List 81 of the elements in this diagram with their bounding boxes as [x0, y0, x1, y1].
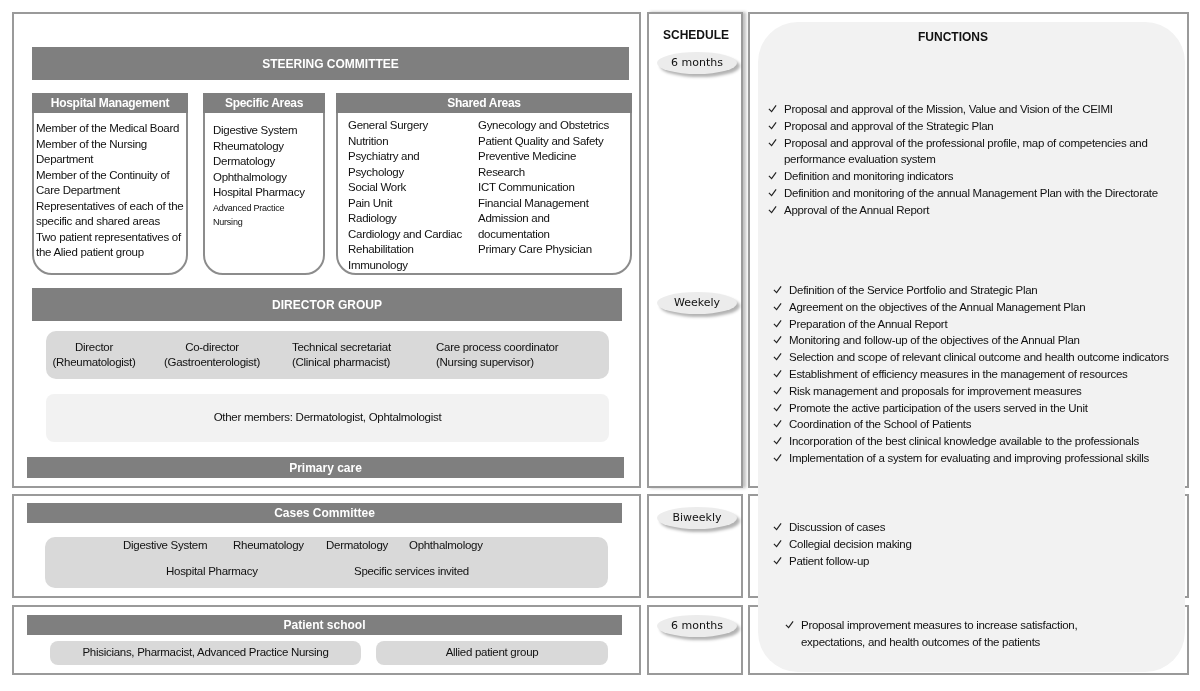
header-bar: Cases Committee — [27, 503, 622, 523]
function-item: Incorporation of the best clinical knowledge available to the professionals — [789, 434, 1139, 450]
column-heading: FUNCTIONS — [917, 29, 989, 46]
list-item: Nutrition — [348, 133, 390, 149]
function-item: Agreement on the objectives of the Annual Management Plan — [789, 299, 1086, 315]
column-heading: SCHEDULE — [662, 27, 730, 44]
list-item: Member of the Nursing Department — [36, 136, 148, 167]
function-item: Discussion of cases — [789, 520, 886, 535]
card-header: Shared Areas — [336, 93, 632, 113]
function-item: Definition and monitoring of the annual Management Plan with the Directorate — [784, 186, 1158, 201]
list-item: Advanced Practice Nursing — [213, 201, 286, 229]
list-item: Admission and documentation — [478, 211, 551, 242]
list-item: Cardiology and Cardiac Rehabilitation — [348, 226, 463, 257]
members-panel: Phisicians, Pharmacist, Advanced Practice Nursing — [50, 641, 361, 665]
list-item: Member of the Continuity of Care Department — [36, 167, 171, 198]
list-item: Gynecology and Obstetrics — [478, 118, 610, 133]
list-item: Social Work — [348, 180, 407, 195]
list-item: Immunology — [348, 257, 409, 273]
members-panel — [46, 331, 609, 379]
member-area: Rheumatology — [233, 538, 304, 553]
list-item: Financial Management — [478, 195, 590, 211]
list-item: Preventive Medicine — [478, 149, 578, 164]
member-area: Ophthalmology — [409, 538, 483, 553]
function-item: Risk management and proposals for improvement measures — [789, 383, 1082, 399]
function-item: Implementation of a system for evaluating and improving professional skills — [789, 450, 1150, 466]
group-card — [203, 93, 325, 275]
list-item: ICT Communication — [478, 180, 576, 195]
function-item: Coordination of the School of Patients — [789, 417, 972, 433]
schedule-ellipse: 6 months — [657, 52, 737, 74]
schedule-ellipse: Weekely — [657, 292, 737, 314]
members-panel: Other members: Dermatologist, Ophtalmologist — [46, 394, 609, 442]
function-item: Patient follow-up — [789, 553, 870, 569]
list-item: Patient Quality and Safety — [478, 133, 605, 149]
schedule-ellipse: Biweekly — [657, 507, 737, 529]
member-area: Dermatology — [326, 538, 389, 553]
member-area: Digestive System — [123, 538, 208, 553]
function-item: Definition and monitoring indicators — [784, 169, 954, 185]
header-bar: Patient school — [27, 615, 622, 635]
header-bar: Primary care — [27, 457, 624, 478]
card-header: Specific Areas — [203, 93, 325, 113]
list-item: General Surgery — [348, 118, 430, 133]
function-item: Proposal and approval of the Mission, Value and Vision of the CEIMI — [784, 102, 1113, 117]
list-item: Psychiatry and Psychology — [348, 149, 421, 180]
list-item: Rheumatology — [213, 138, 285, 154]
list-item: Radiology — [348, 211, 398, 226]
function-item: Proposal and approval of the Strategic Plan — [784, 118, 994, 134]
function-item: Proposal improvement measures to increase satisfaction, expectations, and health outcomes of the patients — [801, 618, 1079, 650]
members-panel — [45, 537, 608, 588]
list-item: Pain Unit — [348, 195, 394, 211]
function-item: Preparation of the Annual Report — [789, 316, 948, 332]
list-item: Research — [478, 164, 526, 180]
header-bar: STEERING COMMITTEE — [32, 47, 629, 80]
list-item: Hospital Pharmacy — [213, 185, 306, 200]
group-card — [32, 93, 188, 275]
list-item: Ophthalmology — [213, 169, 288, 185]
list-item: Primary Care Physician — [478, 242, 593, 257]
list-item: Member of the Medical Board — [36, 121, 181, 136]
group-card — [336, 93, 632, 275]
function-item: Proposal and approval of the professional profile, map of competencies and performance evaluation system — [784, 135, 1149, 168]
function-item: Collegial decision making — [789, 536, 912, 552]
function-item: Establishment of efficiency measures in the management of resources — [789, 367, 1128, 382]
schedule-ellipse: 6 months — [657, 615, 737, 637]
function-item: Selection and scope of relevant clinical outcome and health outcome indicators — [789, 350, 1169, 366]
list-item: Digestive System — [213, 123, 299, 138]
list-item: Two patient representatives of the Alied patient group — [36, 229, 183, 260]
functions-panel — [758, 22, 1185, 672]
list-item: Representatives of each of the specific and shared areas — [36, 198, 184, 229]
member-role: Care process coordinator (Nursing supervisor) — [436, 340, 560, 370]
member-area: Specific services invited — [354, 564, 469, 579]
member-role: Co-director (Gastroenterologist) — [163, 340, 261, 370]
function-item: Definition of the Service Portfolio and Strategic Plan — [789, 283, 1038, 298]
function-item: Monitoring and follow-up of the objectives of the Annual Plan — [789, 333, 1080, 349]
function-item: Promote the active participation of the users served in the Unit — [789, 400, 1088, 416]
member-area: Hospital Pharmacy — [166, 564, 258, 579]
header-bar: DIRECTOR GROUP — [32, 288, 622, 321]
member-role: Technical secretariat (Clinical pharmacist) — [292, 340, 392, 370]
list-item: Dermatology — [213, 154, 277, 169]
members-panel: Allied patient group — [376, 641, 608, 665]
member-role: Director (Rheumatologist) — [51, 340, 137, 370]
card-header: Hospital Management — [32, 93, 188, 113]
function-item: Approval of the Annual Report — [784, 202, 930, 218]
